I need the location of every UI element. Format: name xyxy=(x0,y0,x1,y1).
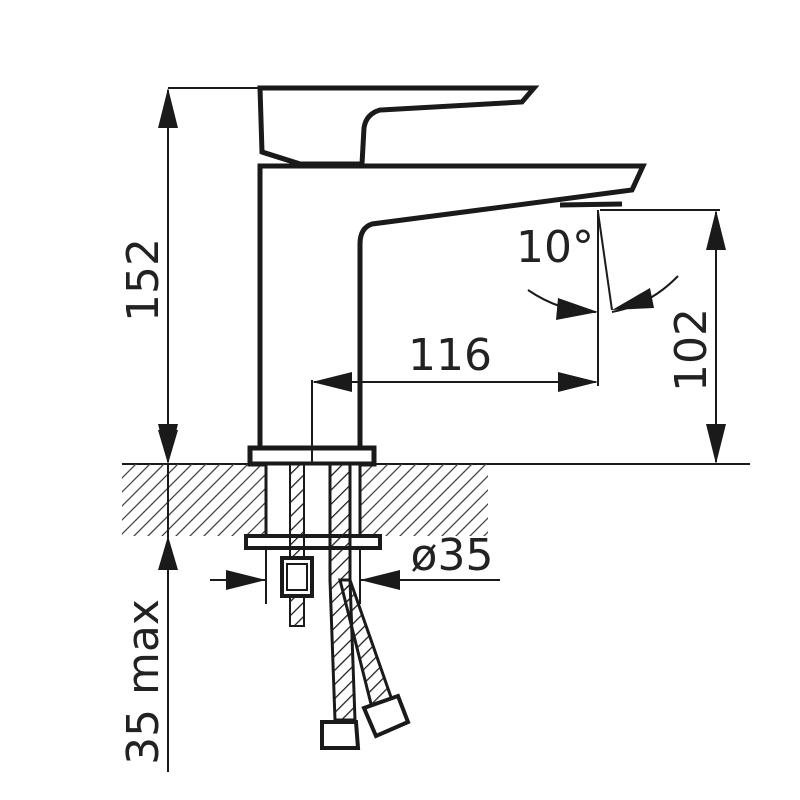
label-35-max: 35 max xyxy=(118,599,169,765)
hatch-line xyxy=(122,464,193,535)
faucet-body xyxy=(247,85,647,467)
fixing-nut-inner xyxy=(286,563,308,591)
dimension-spout-height: 102 xyxy=(600,209,726,464)
handle-joint xyxy=(261,149,301,167)
angle-arrow-left xyxy=(556,298,598,320)
hatch-line xyxy=(494,460,574,540)
arrowhead-dia-left xyxy=(226,570,266,590)
angle-arrow-right xyxy=(612,288,654,310)
label-116: 116 xyxy=(408,330,492,381)
arrowhead-up xyxy=(158,88,178,128)
hatch-line xyxy=(441,489,488,536)
dimension-diameter: ø35 xyxy=(210,530,500,604)
hatch-line xyxy=(175,464,249,536)
hatch-line xyxy=(133,464,207,536)
label-angle: 10° xyxy=(516,222,594,273)
dimension-reach: 116 xyxy=(311,210,599,464)
hatch-line xyxy=(147,464,221,536)
dimension-angle: 10° xyxy=(516,211,679,320)
countertop-section xyxy=(122,460,750,540)
angle-line xyxy=(597,211,613,311)
hatch-line xyxy=(536,460,616,540)
faucet-handle xyxy=(257,85,540,167)
arrowhead-up-102 xyxy=(706,210,726,250)
hatch-line xyxy=(522,460,602,540)
label-102: 102 xyxy=(666,308,717,392)
hatch-line xyxy=(371,464,445,536)
hatch-line xyxy=(508,460,588,540)
hatch-line xyxy=(122,464,137,479)
hatch-line xyxy=(122,464,151,493)
hatch-line xyxy=(469,517,488,536)
hatch-line xyxy=(357,464,431,536)
arrowhead-down-102 xyxy=(706,424,726,464)
arrowhead-left-116 xyxy=(312,372,352,392)
hose-connector-left xyxy=(320,720,361,750)
mounting-assembly xyxy=(244,462,411,750)
threaded-rod xyxy=(289,463,305,627)
hatch-line xyxy=(550,460,630,540)
hatch-line xyxy=(413,464,487,536)
arrowhead-right-116 xyxy=(558,372,598,392)
hatch-line xyxy=(385,464,459,536)
hatch-line xyxy=(189,464,263,536)
arrowhead-35max-top xyxy=(158,430,178,464)
hatch-line xyxy=(483,531,488,536)
arrowhead-35max xyxy=(158,536,178,570)
hatch-line xyxy=(399,464,473,536)
hose-connector-right xyxy=(361,693,411,739)
dimension-max-thickness: 35 max xyxy=(118,430,178,772)
aerator-outlet xyxy=(559,201,623,208)
faucet-spout xyxy=(257,163,647,451)
label-152: 152 xyxy=(118,238,169,322)
mounting-plate xyxy=(244,534,382,550)
arrowhead-dia-right xyxy=(360,570,400,590)
hatch-line xyxy=(427,475,488,536)
hatch-line xyxy=(455,503,488,536)
dimension-height-total: 152 xyxy=(118,87,260,464)
label-diameter: ø35 xyxy=(411,530,494,581)
hatch-line xyxy=(161,464,235,536)
hatch-line xyxy=(122,464,165,507)
